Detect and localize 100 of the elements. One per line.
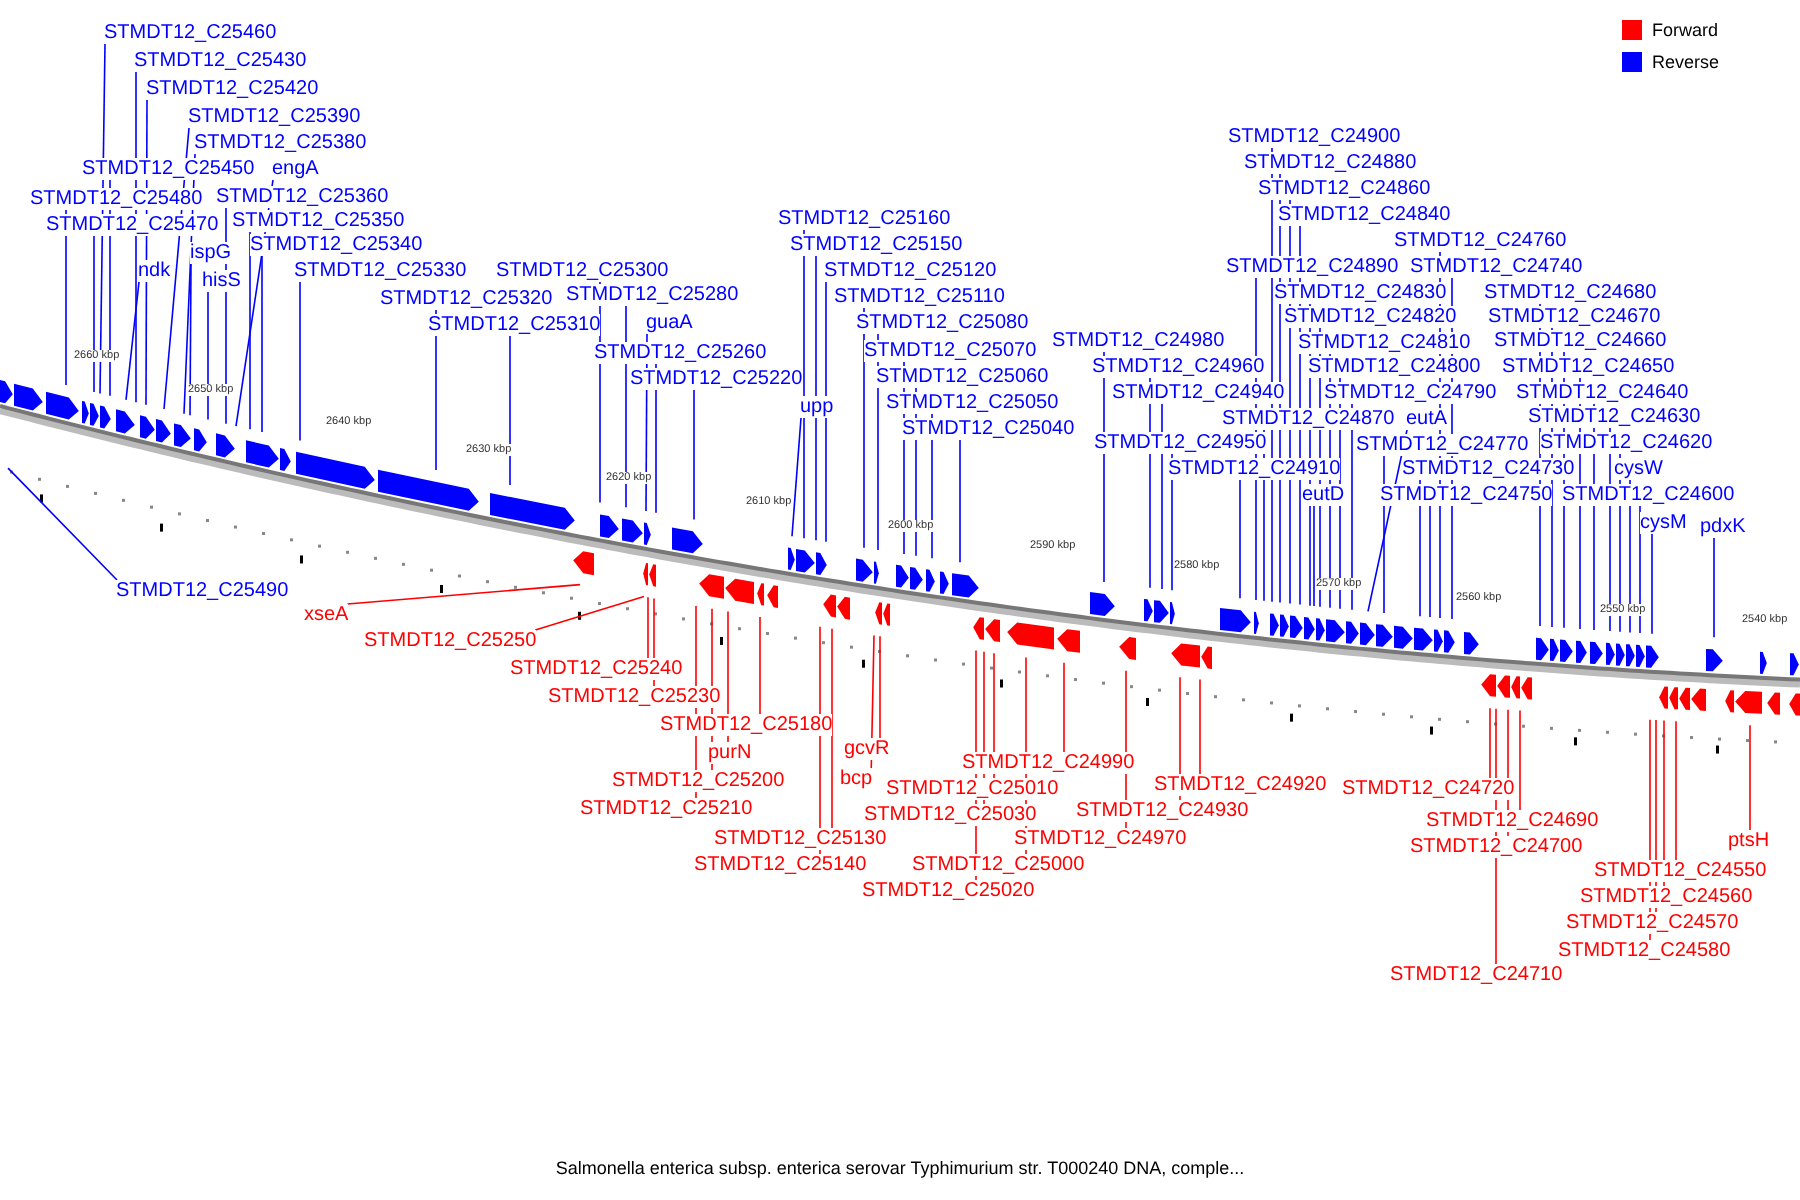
gene-label: STMDT12_C25470	[46, 214, 219, 236]
gene-label: STMDT12_C24550	[1594, 860, 1767, 882]
gene-label: STMDT12_C24910	[1168, 458, 1341, 480]
leader-line	[1199, 678, 1201, 775]
gene-label: STMDT12_C24880	[1244, 152, 1417, 174]
gene-label: STMDT12_C25420	[146, 78, 319, 100]
gene-label: STMDT12_C25480	[30, 188, 203, 210]
gene-label: STMDT12_C24790	[1324, 382, 1497, 404]
leader-line	[261, 255, 263, 433]
leader-line	[1313, 505, 1315, 607]
gene-label: STMDT12_C24630	[1528, 406, 1701, 428]
gene-label: ndk	[138, 260, 171, 282]
gene-label: STMDT12_C25140	[694, 854, 867, 876]
leader-line	[1489, 707, 1491, 779]
gene-label: gcvR	[844, 738, 890, 760]
gene-label: STMDT12_C25360	[216, 186, 389, 208]
gene-label: STMDT12_C24820	[1284, 306, 1457, 328]
gene-label: STMDT12_C25010	[886, 778, 1059, 800]
gene-label: STMDT12_C24750	[1380, 484, 1553, 506]
gene-label: STMDT12_C25120	[824, 260, 997, 282]
gene-label: eutD	[1302, 484, 1345, 506]
gene-label: STMDT12_C24860	[1258, 178, 1431, 200]
leader-line	[189, 263, 192, 417]
gene-label: STMDT12_C24800	[1308, 356, 1481, 378]
leader-line	[693, 389, 695, 521]
gene-label: STMDT12_C24680	[1484, 282, 1657, 304]
gene-label: STMDT12_C25300	[496, 260, 669, 282]
gene-label: STMDT12_C24670	[1488, 306, 1661, 328]
gene-label: STMDT12_C24760	[1394, 230, 1567, 252]
gene-label: STMDT12_C24870	[1222, 408, 1395, 430]
gene-label: STMDT12_C24940	[1112, 382, 1285, 404]
gene-label: cysM	[1640, 512, 1687, 534]
leader-line	[7, 467, 118, 581]
leader-line	[831, 628, 833, 829]
gene-label: cysW	[1614, 458, 1663, 480]
leader-line	[249, 231, 251, 431]
gene-label: ptsH	[1728, 830, 1770, 852]
gene-label: STMDT12_C24930	[1076, 800, 1249, 822]
gene-label: STMDT12_C25320	[380, 288, 553, 310]
gene-label: STMDT12_C24810	[1298, 332, 1471, 354]
leader-line	[299, 281, 301, 442]
gene-label: bcp	[840, 768, 873, 790]
gene-label: STMDT12_C24690	[1426, 810, 1599, 832]
leader-line	[225, 207, 227, 425]
leader-line	[625, 305, 627, 509]
leader-line	[863, 307, 865, 549]
legend-label: Reverse	[1652, 52, 1720, 72]
gene-label: STMDT12_C24840	[1278, 204, 1451, 226]
leader-line	[791, 417, 802, 538]
gene-label: STMDT12_C24830	[1274, 282, 1447, 304]
leader-line	[125, 281, 140, 401]
gene-label: STMDT12_C24570	[1566, 912, 1739, 934]
leader-line	[346, 583, 581, 605]
gene-label: STMDT12_C25220	[630, 368, 803, 390]
gene-label: STMDT12_C24770	[1356, 434, 1529, 456]
gene-label: STMDT12_C24920	[1154, 774, 1327, 796]
gene-label: STMDT12_C25020	[862, 880, 1035, 902]
gene-label: STMDT12_C24980	[1052, 330, 1225, 352]
gene-label: STMDT12_C25380	[194, 132, 367, 154]
gene-label: STMDT12_C24730	[1402, 458, 1575, 480]
leader-line	[1713, 537, 1715, 639]
gene-label: STMDT12_C25150	[790, 234, 963, 256]
gene-label: STMDT12_C25060	[876, 366, 1049, 388]
gene-label: STMDT12_C24650	[1502, 356, 1675, 378]
gene-label: xseA	[304, 604, 349, 626]
leader-line	[534, 595, 645, 631]
gene-label: STMDT12_C24970	[1014, 828, 1187, 850]
leader-line	[803, 229, 805, 540]
gene-label: STMDT12_C25160	[778, 208, 951, 230]
gene-label: STMDT12_C24580	[1558, 940, 1731, 962]
leader-line	[870, 634, 875, 769]
gene-label: pdxK	[1700, 516, 1746, 538]
leader-line	[207, 291, 209, 421]
leader-line	[1239, 479, 1241, 599]
leader-line	[1749, 724, 1751, 831]
gene-label: STMDT12_C25200	[612, 770, 785, 792]
gene-label: STMDT12_C25240	[510, 658, 683, 680]
gene-label: STMDT12_C25070	[864, 340, 1037, 362]
gene-label: STMDT12_C24960	[1092, 356, 1265, 378]
gene-label: STMDT12_C25250	[364, 630, 537, 652]
gene-label: STMDT12_C24600	[1562, 484, 1735, 506]
gene-label: STMDT12_C25390	[188, 106, 361, 128]
gene-label: STMDT12_C24740	[1410, 256, 1583, 278]
gene-label: STMDT12_C25050	[886, 392, 1059, 414]
gene-label: STMDT12_C25340	[250, 234, 423, 256]
gene-label: STMDT12_C24950	[1094, 432, 1267, 454]
legend-label: Forward	[1652, 20, 1719, 40]
leader-line	[1639, 505, 1641, 634]
leader-line	[93, 235, 95, 393]
gene-label: STMDT12_C24710	[1390, 964, 1563, 986]
gene-label: STMDT12_C25210	[580, 798, 753, 820]
leader-line	[1161, 403, 1163, 590]
gene-label: STMDT12_C25230	[548, 686, 721, 708]
gene-label: eutA	[1406, 408, 1448, 430]
leader-line	[509, 335, 511, 486]
gene-label: upp	[800, 396, 834, 418]
gene-label: STMDT12_C25450	[82, 158, 255, 180]
gene-label: STMDT12_C25260	[594, 342, 767, 364]
gene-label: STMDT12_C24700	[1410, 836, 1583, 858]
gene-label: ispG	[190, 242, 232, 264]
